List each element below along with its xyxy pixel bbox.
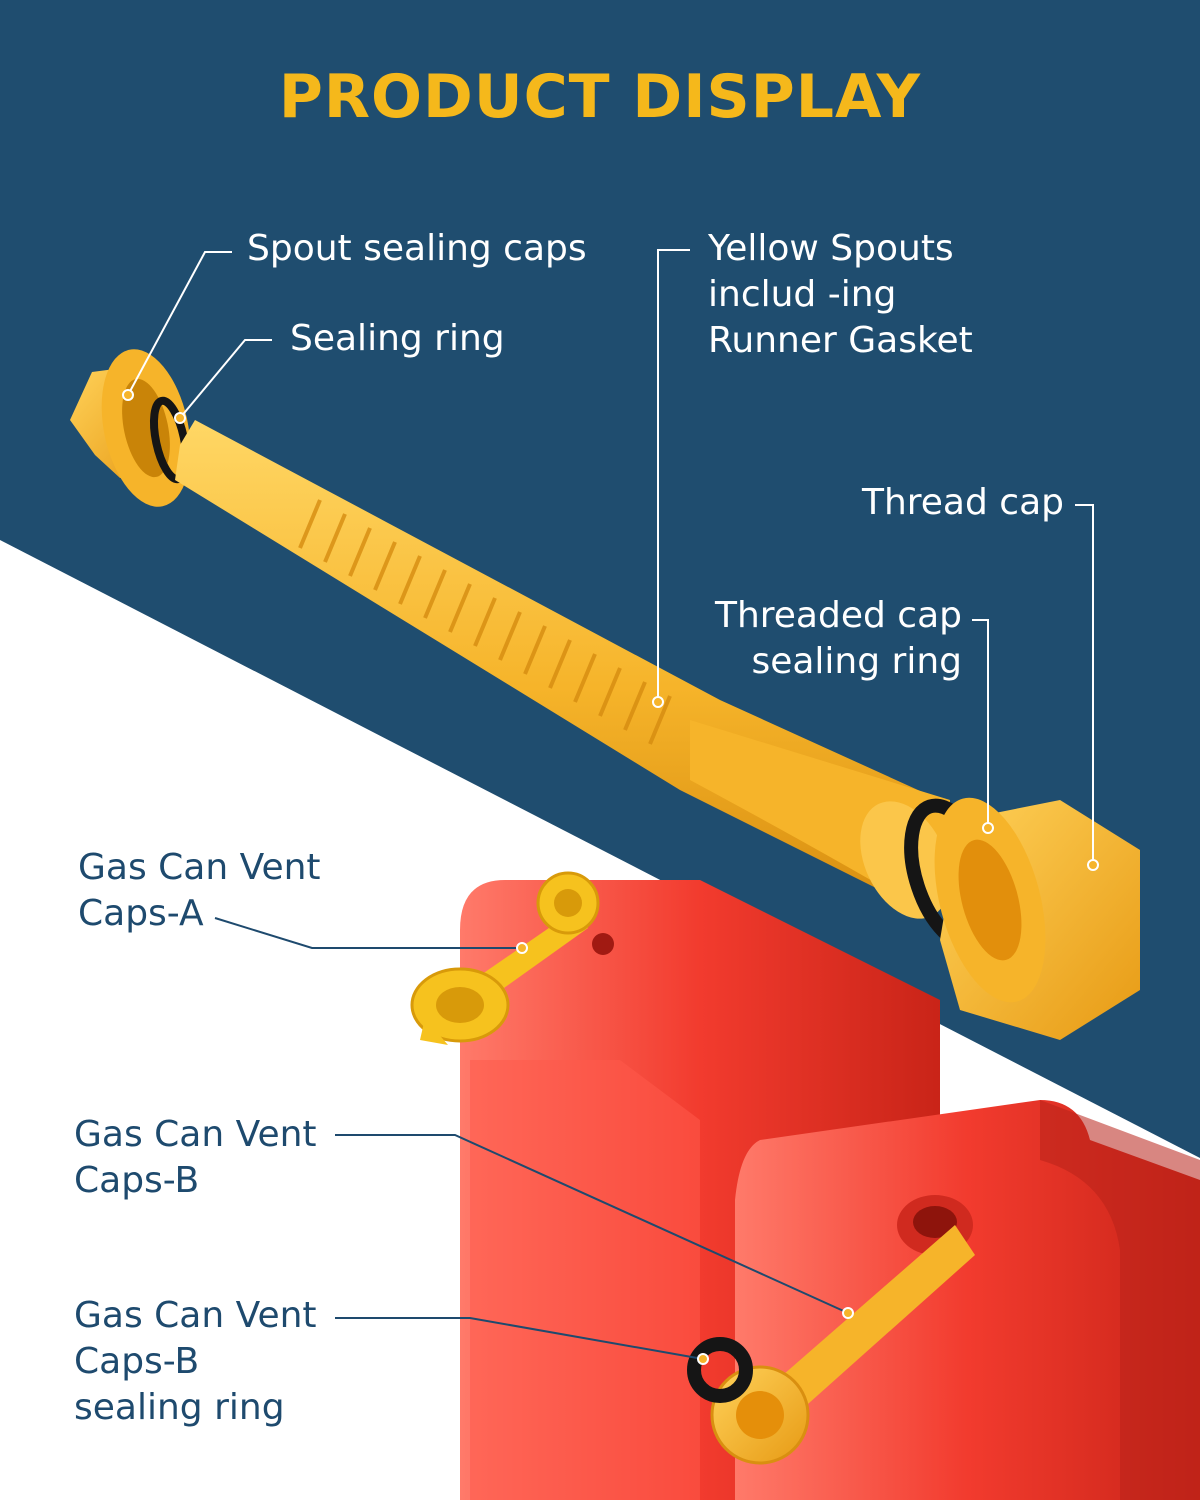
label-line: sealing ring bbox=[74, 1387, 285, 1428]
label-line: Gas Can Vent bbox=[78, 847, 321, 888]
label-line: Yellow Spouts bbox=[708, 228, 954, 269]
label-yellow-spouts: Yellow Spouts includ -ing Runner Gasket bbox=[708, 226, 973, 364]
label-line: Threaded cap bbox=[714, 595, 962, 636]
leader-lines bbox=[127, 249, 1094, 1360]
label-line: Runner Gasket bbox=[708, 320, 973, 361]
label-vent-caps-a: Gas Can Vent Caps-A bbox=[78, 845, 321, 937]
label-line: includ -ing bbox=[708, 274, 897, 315]
label-line: Caps-B bbox=[74, 1341, 200, 1382]
label-line: Caps-B bbox=[74, 1160, 200, 1201]
label-vent-caps-b: Gas Can Vent Caps-B bbox=[74, 1112, 317, 1204]
label-line: Sealing ring bbox=[290, 318, 505, 359]
label-sealing-ring: Sealing ring bbox=[290, 316, 505, 362]
label-vent-caps-b-sealing-ring: Gas Can Vent Caps-B sealing ring bbox=[74, 1293, 317, 1431]
page-title: PRODUCT DISPLAY bbox=[278, 62, 922, 132]
gas-can bbox=[460, 880, 1200, 1500]
label-line: sealing ring bbox=[751, 641, 962, 682]
label-line: Gas Can Vent bbox=[74, 1295, 317, 1336]
label-thread-cap: Thread cap bbox=[862, 480, 1064, 526]
label-spout-sealing-caps: Spout sealing caps bbox=[247, 226, 587, 272]
label-line: Gas Can Vent bbox=[74, 1114, 317, 1155]
leader-dots bbox=[122, 389, 1099, 1365]
vent-cap-b-part bbox=[687, 1225, 975, 1465]
label-line: Caps-A bbox=[78, 893, 204, 934]
spout-sealing-cap-part bbox=[70, 349, 191, 507]
label-threaded-cap-sealing-ring: Threaded cap sealing ring bbox=[715, 593, 962, 685]
vent-cap-a-part bbox=[410, 871, 600, 1045]
label-line: Thread cap bbox=[861, 482, 1064, 523]
label-line: Spout sealing caps bbox=[247, 228, 587, 269]
